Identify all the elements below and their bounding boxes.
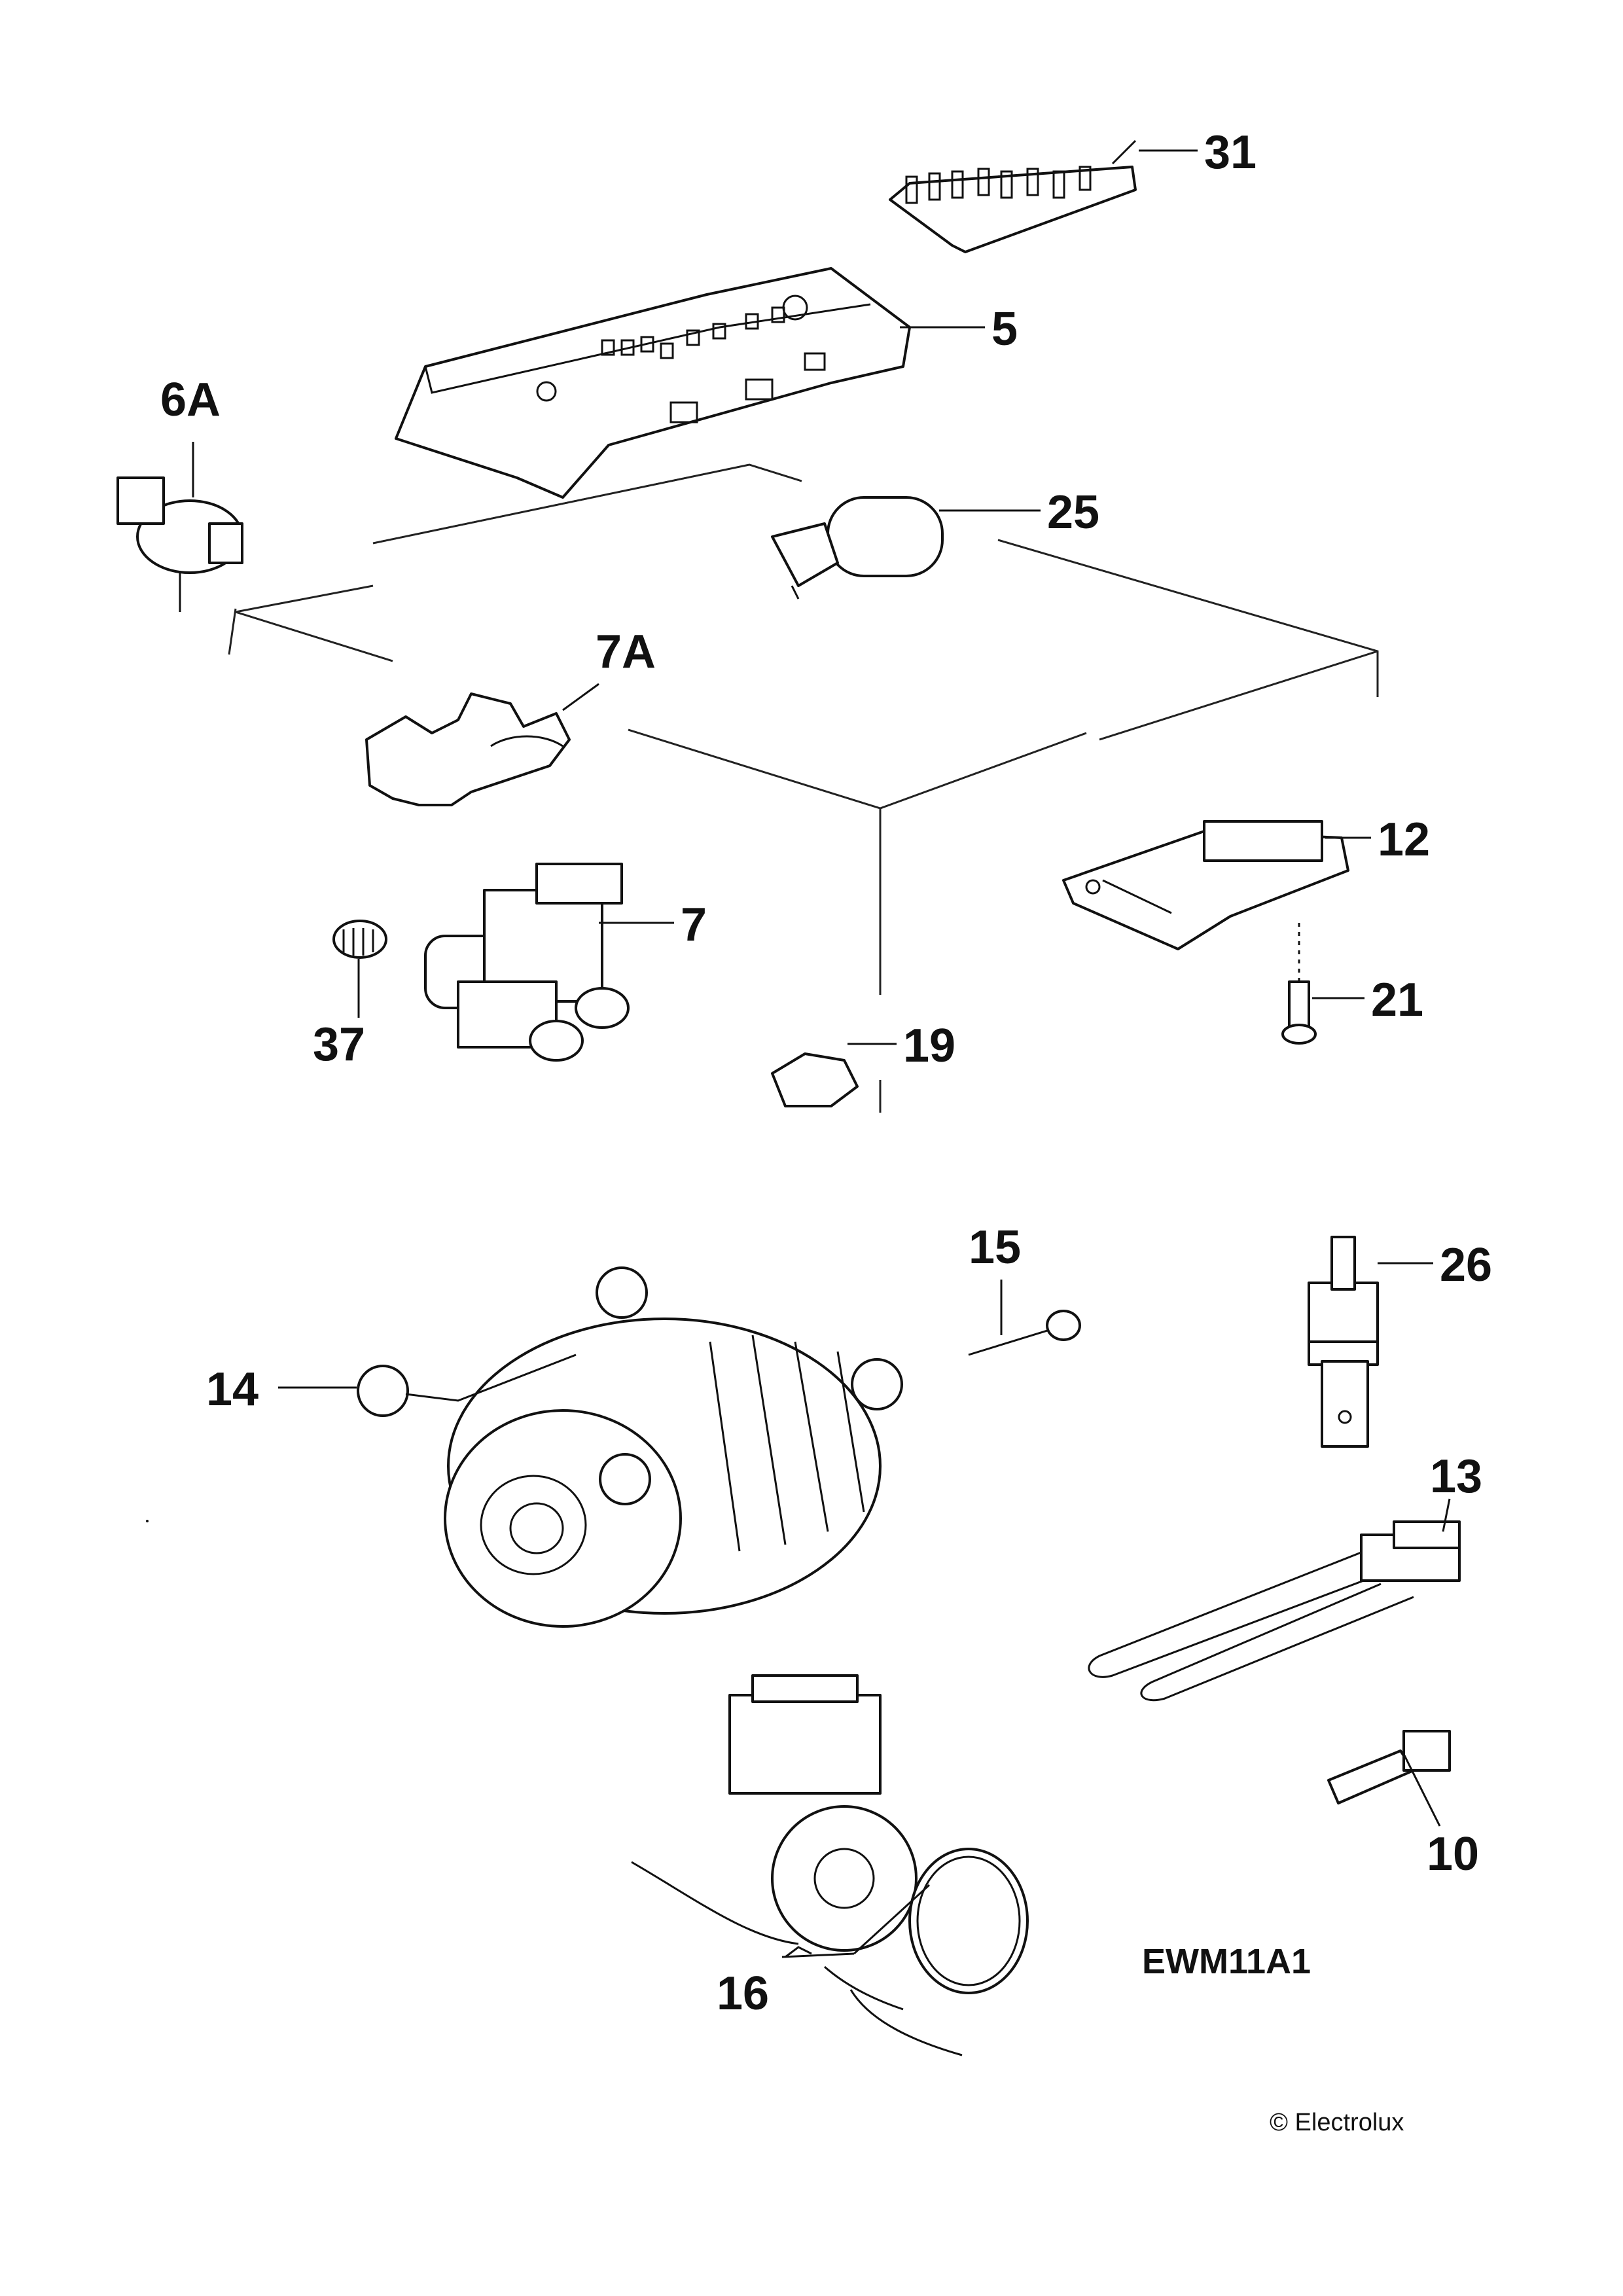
part-26-thermostat (1308, 1236, 1379, 1448)
part-31-key-block (889, 139, 1137, 253)
part-16-drain-pump (631, 1674, 1029, 2056)
part-25-suppressor (771, 496, 944, 600)
callout-26: 26 (1440, 1239, 1492, 1291)
part-19-clip (771, 1052, 859, 1107)
part-5-electronic-module (395, 267, 911, 499)
callout-15: 15 (969, 1221, 1021, 1274)
part-7-inlet-valve (424, 863, 630, 1062)
part-15-screw (968, 1310, 1081, 1356)
callout-10: 10 (1427, 1828, 1479, 1880)
callout-7: 7 (681, 899, 707, 951)
cabinet-outline (228, 463, 1379, 1113)
callout-16: 16 (717, 1967, 769, 2020)
copyright-notice: © Electrolux (1270, 2109, 1404, 2136)
callout-12: 12 (1378, 814, 1430, 866)
callout-21: 21 (1371, 974, 1423, 1026)
part-12-door-interlock (1062, 820, 1349, 950)
leader-lines (192, 149, 1451, 1958)
callout-31: 31 (1204, 126, 1257, 179)
part-7a-valve-bracket (365, 692, 571, 806)
part-10-ntc-sensor (1327, 1730, 1451, 1804)
part-6a-level-switch (116, 476, 243, 612)
model-code: EWM11A1 (1142, 1942, 1311, 1981)
part-number-labels: 31 5 6A 25 7A 12 7 21 37 19 15 26 14 13 … (160, 126, 1492, 2020)
callout-7a: 7A (596, 626, 656, 678)
callout-19: 19 (903, 1020, 955, 1072)
callout-13: 13 (1430, 1450, 1482, 1503)
part-37-filter (332, 920, 387, 959)
callout-37: 37 (313, 1018, 365, 1071)
stray-dot (146, 1520, 149, 1522)
callout-14: 14 (206, 1363, 259, 1416)
callout-25: 25 (1047, 486, 1099, 539)
part-13-heating-element (1088, 1520, 1461, 1702)
part-21-screw (1281, 923, 1317, 1045)
callout-6a: 6A (160, 374, 221, 426)
part-14-motor (357, 1266, 903, 1628)
callout-5: 5 (991, 303, 1018, 355)
